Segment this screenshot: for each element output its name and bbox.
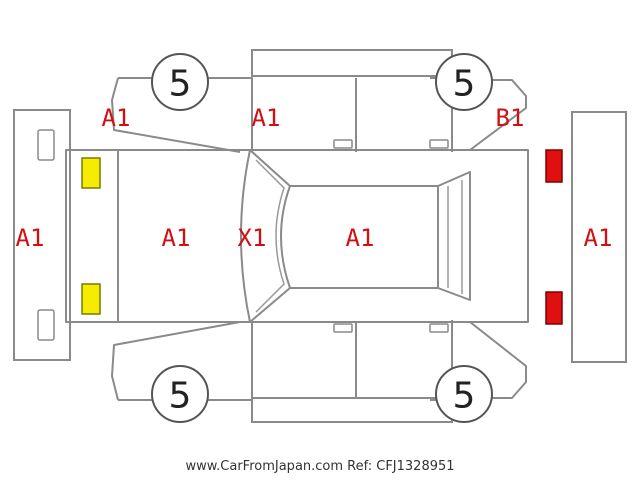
front-bumper: [571, 111, 627, 363]
wheel-rear-left: 5: [151, 53, 209, 111]
wheel-grade: 5: [453, 64, 476, 105]
front-light-top: [545, 149, 563, 183]
grade-trunk: A1: [162, 224, 191, 252]
rear-bumper: [13, 109, 71, 361]
grade-rear-bumper: A1: [16, 224, 45, 252]
wheel-grade: 5: [169, 376, 192, 417]
grade-rear-left-quarter: A1: [102, 104, 131, 132]
grade-front-fender-left: B1: [496, 104, 525, 132]
grade-rear-door-left: A1: [252, 104, 281, 132]
wheel-front-left: 5: [435, 53, 493, 111]
front-light-bottom: [545, 291, 563, 325]
rear-light-bottom: [81, 283, 101, 315]
roof-rail-bottom: [251, 397, 453, 423]
wheel-front-right: 5: [435, 365, 493, 423]
wheel-grade: 5: [453, 376, 476, 417]
grade-rear-window: X1: [238, 224, 267, 252]
roof-rail-top: [251, 49, 453, 77]
rear-light-top: [81, 157, 101, 189]
footer-watermark: www.CarFromJapan.com Ref: CFJ1328951: [185, 459, 454, 474]
car-body-outline: [65, 77, 529, 401]
grade-roof: A1: [346, 224, 375, 252]
grade-front-bumper: A1: [584, 224, 613, 252]
wheel-rear-right: 5: [151, 365, 209, 423]
wheel-grade: 5: [169, 64, 192, 105]
